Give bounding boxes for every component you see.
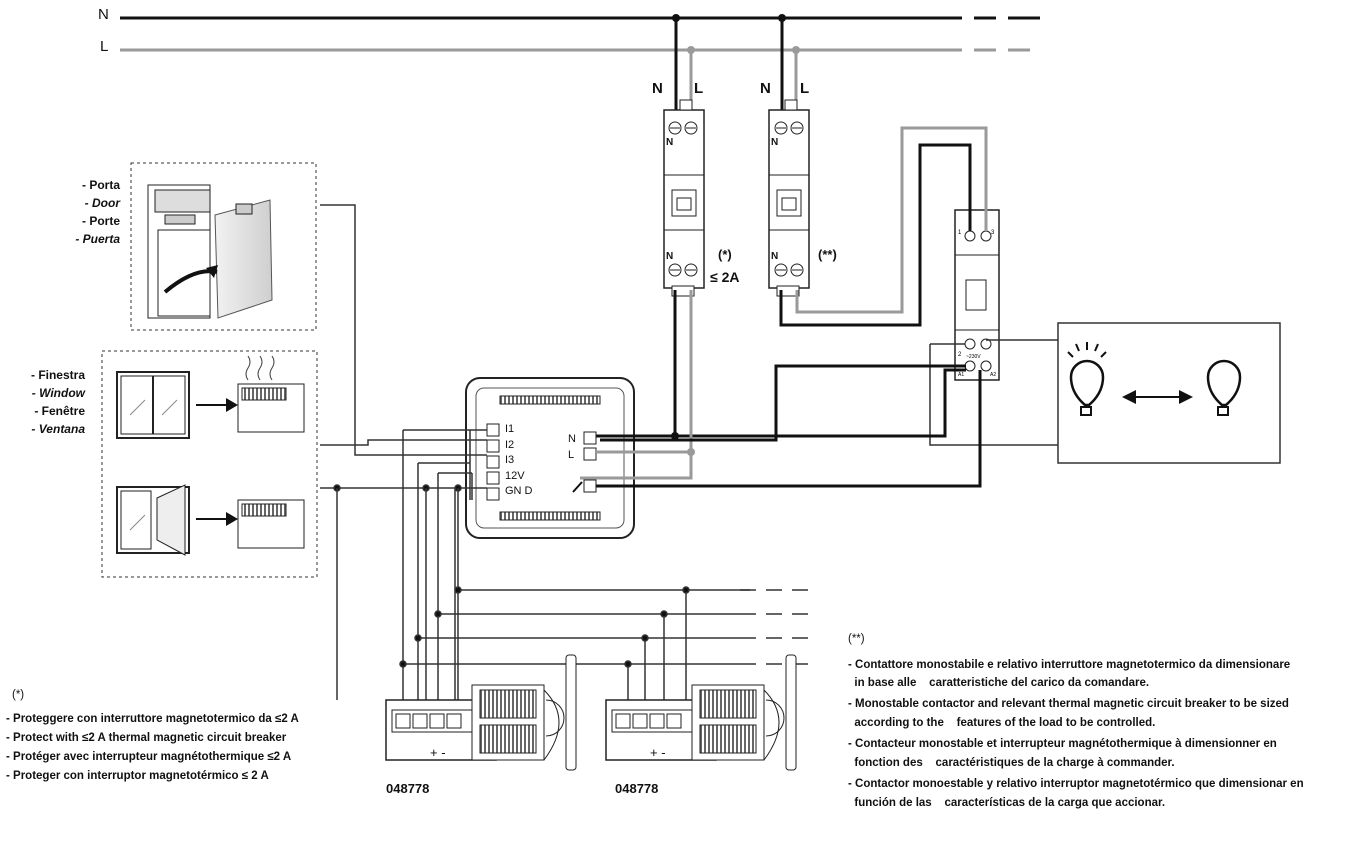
module-input-i2: I2 — [505, 439, 515, 451]
breaker1-l-label: L — [694, 80, 704, 97]
right-note-line-2: in base alle caratteristiche del carico … — [848, 677, 1150, 689]
contactor: 1 3 2 ~230V A1 A2 — [954, 209, 1000, 381]
window-label-es: - Ventana — [31, 422, 85, 436]
left-note-line-it: - Proteggere con interruttore magnetoter… — [6, 713, 299, 725]
right-note-line-6: fonction des caractéristiques de la char… — [848, 757, 1175, 769]
breaker2-note-marker: (**) — [818, 247, 837, 262]
breaker1-inner-n-top: N — [666, 137, 674, 148]
device2-terminal-signs: + - — [650, 745, 666, 760]
module-input-12v: 12V — [505, 470, 525, 482]
input-wires — [320, 204, 815, 720]
contactor-terminal-1: 1 — [958, 230, 962, 236]
contactor-terminal-2: 2 — [958, 352, 962, 358]
contactor-terminal-3: 3 — [991, 230, 995, 236]
breaker2-inner-n-top: N — [771, 137, 779, 148]
right-note-line-8: función de las características de la car… — [848, 797, 1166, 809]
neutral-bus-label: N — [98, 6, 109, 23]
left-note-line-en: - Protect with ≤2 A thermal magnetic cir… — [6, 732, 287, 744]
breaker-1 — [663, 99, 705, 297]
contactor-voltage: ~230V — [966, 354, 981, 360]
window-label-fr: - Fenêtre — [34, 404, 85, 418]
device-1 — [385, 654, 577, 771]
device1-code: 048778 — [386, 781, 430, 796]
line-bus-label: L — [100, 38, 109, 55]
door-sensor-box — [130, 162, 317, 331]
breaker1-inner-n-bottom: N — [666, 251, 674, 262]
module-power-wires — [572, 290, 982, 493]
right-note-line-7: - Contactor monoestable y relativo inter… — [848, 778, 1304, 790]
window-label-it: - Finestra — [30, 368, 85, 382]
right-note-line-3: - Monostable contactor and relevant ther… — [848, 698, 1289, 710]
right-note-line-4: according to the features of the load to… — [848, 717, 1156, 729]
device1-terminal-signs: + - — [430, 745, 446, 760]
load-lamp-box — [1057, 322, 1281, 464]
module-input-i1: I1 — [505, 423, 515, 435]
breaker1-n-label: N — [652, 80, 663, 97]
breaker1-note-marker: (*) — [718, 247, 732, 262]
module-l-terminal: L — [568, 449, 575, 461]
contactor-feed-wires — [779, 126, 1058, 446]
left-note-line-es: - Proteger con interruptor magnetotérmic… — [6, 770, 269, 782]
module-input-gnd: GN D — [505, 485, 533, 497]
device2-code: 048778 — [615, 781, 659, 796]
contactor-a1: A1 — [958, 372, 964, 378]
door-label-en: - Door — [84, 196, 120, 210]
breaker-2 — [768, 99, 810, 297]
breaker2-inner-n-bottom: N — [771, 251, 779, 262]
right-note-marker: (**) — [848, 633, 865, 645]
window-sensor-box — [101, 350, 318, 578]
door-label-es: - Puerta — [75, 232, 120, 246]
breaker2-l-label: L — [800, 80, 810, 97]
door-label-fr: - Porte — [81, 214, 120, 228]
module-n-terminal: N — [568, 433, 576, 445]
double-arrow-icon — [1122, 390, 1193, 404]
right-note-line-5: - Contacteur monostable et interrupteur … — [848, 738, 1277, 750]
control-module — [465, 377, 635, 539]
module-input-i3: I3 — [505, 454, 515, 466]
left-note-line-fr: - Protéger avec interrupteur magnétother… — [6, 751, 292, 763]
lamp-on-icon — [1067, 342, 1107, 416]
contactor-a2: A2 — [990, 372, 996, 378]
lamp-off-icon — [1206, 359, 1242, 416]
left-note-marker: (*) — [12, 689, 25, 701]
breaker2-n-label: N — [760, 80, 771, 97]
device-2 — [605, 654, 797, 771]
door-label-it: - Porta — [81, 178, 120, 192]
window-label-en: - Window — [31, 386, 85, 400]
right-note-line-1: - Contattore monostabile e relativo inte… — [848, 659, 1291, 671]
breaker1-rating: ≤ 2A — [710, 269, 740, 285]
